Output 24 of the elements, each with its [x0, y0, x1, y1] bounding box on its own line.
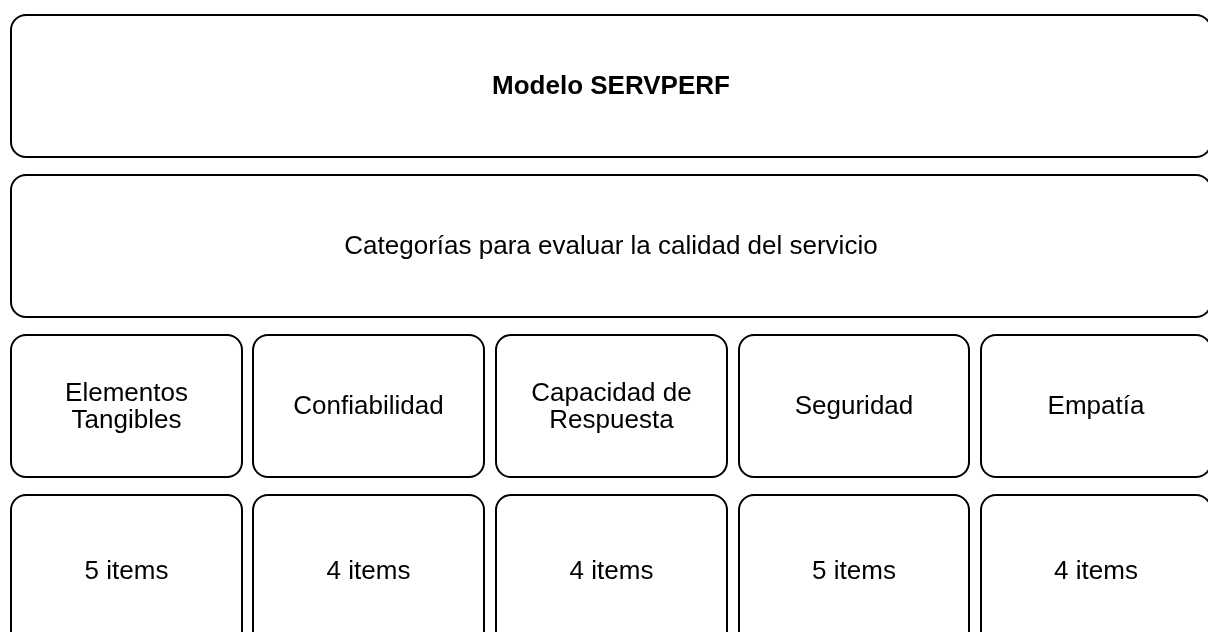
label-text: Categorías para evaluar la calidad del servicio — [344, 232, 878, 260]
item-count-box — [738, 494, 970, 632]
item-count-box — [980, 494, 1208, 632]
item-count-box — [10, 494, 243, 632]
item-count-box — [495, 494, 728, 632]
category-box — [10, 334, 243, 478]
label-text: Confiabilidad — [293, 392, 444, 420]
category-box — [252, 334, 485, 478]
label-text: 4 items — [326, 557, 411, 585]
title-box — [10, 14, 1208, 158]
category-box — [495, 334, 728, 478]
label-text: Empatía — [1047, 392, 1145, 420]
header-box — [10, 174, 1208, 318]
item-count-box — [252, 494, 485, 632]
label-text: 5 items — [84, 557, 169, 585]
label-text: Seguridad — [794, 392, 914, 420]
label-text: 5 items — [812, 557, 896, 585]
label-text: Elementos Tangibles — [64, 378, 189, 434]
label-text: 4 items — [569, 557, 654, 585]
label-text: Capacidad de Respuesta — [530, 378, 693, 434]
title-text: Modelo SERVPERF — [492, 72, 730, 100]
category-box — [738, 334, 970, 478]
label-text: 4 items — [1054, 557, 1138, 585]
category-box — [980, 334, 1208, 478]
